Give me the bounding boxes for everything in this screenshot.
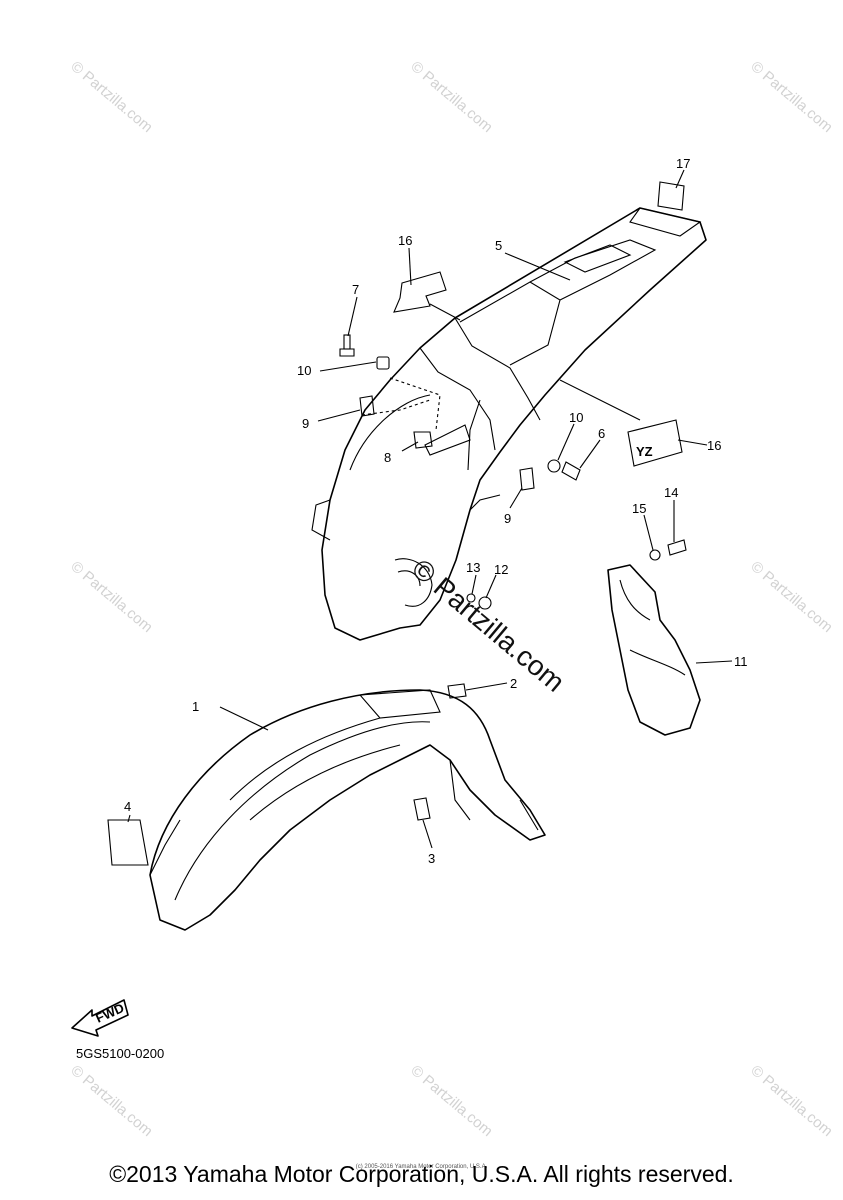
watermark-bottom-left: © Partzilla.com [67,1062,155,1140]
callout-16-right: 16 [707,438,721,453]
callout-16-left: 16 [398,233,412,248]
watermark-bottom-right: © Partzilla.com [747,1062,835,1140]
clip-9-right [519,467,535,491]
bolt-6 [561,461,581,481]
callout-13: 13 [466,560,480,575]
fwd-arrow-icon: FWD [71,999,129,1037]
callout-10-left: 10 [297,363,311,378]
watermark-top-left: © Partzilla.com [67,58,155,136]
bolt-3 [413,797,431,821]
fine-print: (c) 2005-2016 Yamaha Motor Corporation, … [355,1164,488,1170]
leader-lines [127,169,733,849]
callout-11: 11 [734,654,748,669]
watermark-top-center: © Partzilla.com [407,58,495,136]
callout-8: 8 [384,450,391,465]
collar-10-right [547,459,561,473]
callout-6: 6 [598,426,605,441]
collar-10-left [376,356,390,370]
bolt-2 [447,683,467,699]
small-parts [339,334,687,821]
decal-17 [657,181,685,211]
decal-4 [107,819,149,866]
watermark-top-right: © Partzilla.com [747,58,835,136]
decals: YZ [107,181,685,866]
callout-9-left: 9 [302,416,309,431]
callout-10-right: 10 [569,410,583,425]
clip-9-left [359,395,375,417]
washer-15 [649,549,661,561]
emblem-16-right [627,419,683,467]
watermark-bottom-center: © Partzilla.com [407,1062,495,1140]
fwd-arrow-label: FWD [93,1000,126,1026]
diagram-code: 5GS5100-0200 [76,1046,165,1061]
screw-14 [667,539,687,556]
watermark-mid-left: © Partzilla.com [67,558,155,636]
copyright-notice: ©2013 Yamaha Motor Corporation, U.S.A. A… [109,1161,734,1187]
callout-1: 1 [192,699,199,714]
callout-15: 15 [632,501,646,516]
callout-3: 3 [428,851,435,866]
rear-fender [311,207,707,641]
washer-13 [466,593,476,603]
grommet-8 [413,431,433,449]
callout-7: 7 [352,282,359,297]
front-fender [149,689,546,931]
emblem-16-right-graphic: YZ [636,444,653,459]
nut-12 [478,596,492,610]
callout-2: 2 [510,676,517,691]
callout-4: 4 [124,799,131,814]
callout-5: 5 [495,238,502,253]
callout-9-right: 9 [504,511,511,526]
callout-labels: 1 2 3 4 5 6 7 8 9 9 10 10 11 12 13 14 15… [124,156,748,866]
watermark-center: © Partzilla.com [406,553,570,698]
callout-12: 12 [494,562,508,577]
watermark-mid-right: © Partzilla.com [747,558,835,636]
emblem-16-left [393,271,447,313]
bolt-7 [343,334,351,350]
mud-flap [607,564,701,736]
callout-17: 17 [676,156,690,171]
callout-14: 14 [664,485,678,500]
